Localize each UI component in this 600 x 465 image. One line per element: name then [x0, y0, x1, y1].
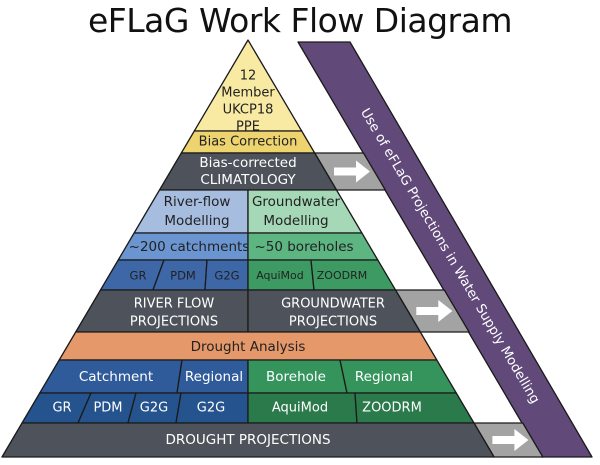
- drought-model-zoodrm-label: ZOODRM: [362, 401, 422, 416]
- drought-projections-band: [1, 422, 495, 458]
- page-title: eFLaG Work Flow Diagram: [87, 1, 513, 40]
- groundwater-modelling-label: Modelling: [263, 213, 328, 229]
- right-arrow-icon: [492, 429, 529, 451]
- drought-model-g2g-label: G2G: [140, 401, 168, 416]
- river-flow-projections-label: PROJECTIONS: [130, 315, 218, 330]
- groundwater-projections-label: GROUNDWATER: [281, 297, 385, 312]
- river-flow-modelling-label: River-flow: [164, 194, 231, 210]
- model-aquimod-label: AquiMod: [256, 269, 304, 282]
- climatology-label-line: CLIMATOLOGY: [200, 172, 296, 188]
- model-g2g-label: G2G: [214, 269, 239, 283]
- drought-model-g2g-regional-label: G2G: [197, 401, 225, 416]
- catchments-label: ~200 catchments: [129, 239, 250, 255]
- drought-model-gr-label: GR: [52, 401, 71, 416]
- drought-regional-gw-label: Regional: [355, 369, 413, 385]
- drought-catchment-label: Catchment: [79, 369, 153, 385]
- river-flow-projections-label: RIVER FLOW: [134, 297, 215, 312]
- model-zoodrm-label: ZOODRM: [317, 269, 367, 282]
- drought-borehole-label: Borehole: [266, 369, 326, 385]
- ensemble-label-line: Member: [221, 86, 275, 101]
- river-flow-modelling-label: Modelling: [164, 213, 229, 229]
- climatology-label-line: Bias-corrected: [199, 155, 296, 171]
- right-arrow-icon: [416, 300, 453, 322]
- drought-model-pdm-label: PDM: [93, 401, 122, 416]
- bias-correction-label: Bias Correction: [199, 135, 298, 150]
- drought-analysis-label: Drought Analysis: [191, 339, 306, 355]
- model-pdm-label: PDM: [170, 269, 196, 283]
- groundwater-modelling-label: Groundwater: [252, 194, 341, 210]
- groundwater-projections-label: PROJECTIONS: [289, 315, 377, 330]
- right-arrow-icon: [333, 160, 370, 183]
- drought-regional-river-label: Regional: [185, 369, 243, 385]
- drought-model-aquimod-label: AquiMod: [272, 401, 328, 416]
- boreholes-label: ~50 boreholes: [254, 239, 353, 255]
- ensemble-label-line: 12: [240, 69, 257, 84]
- model-gr-label: GR: [130, 269, 147, 283]
- ensemble-label-line: UKCP18: [223, 103, 274, 118]
- drought-projections-label: DROUGHT PROJECTIONS: [165, 432, 330, 448]
